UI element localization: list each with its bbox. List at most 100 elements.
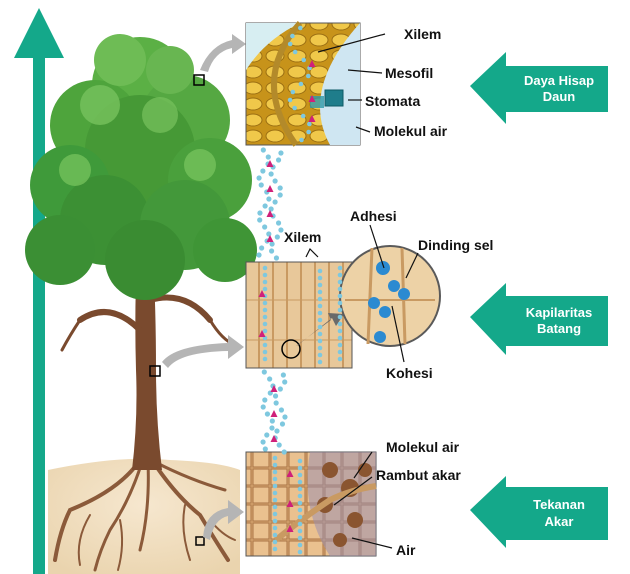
water-molecule [306, 130, 311, 135]
water-molecule [338, 308, 343, 313]
water-molecule [307, 122, 312, 127]
water-molecule [318, 325, 323, 330]
water-molecule [270, 418, 275, 423]
water-molecule [277, 442, 282, 447]
force-daya-hisap-daun: Daya HisapDaun [512, 66, 606, 112]
water-molecule [260, 168, 265, 173]
label-stem-xilem: Xilem [284, 230, 321, 244]
label-rambut-akar: Rambut akar [376, 468, 461, 482]
label-kohesi: Kohesi [386, 366, 433, 380]
water-molecule [273, 199, 278, 204]
force-stem-line2: Batang [526, 321, 592, 337]
water-molecule [257, 210, 262, 215]
water-molecule [338, 287, 343, 292]
water-molecule [274, 255, 279, 260]
water-molecule [291, 90, 296, 95]
water-molecule [278, 227, 283, 232]
water-molecule [265, 411, 270, 416]
water-molecule [262, 224, 267, 229]
water-molecule [273, 477, 278, 482]
water-molecule [261, 147, 266, 152]
water-molecule [288, 42, 293, 47]
water-molecule [318, 304, 323, 309]
water-molecule [318, 269, 323, 274]
water-molecule [261, 404, 266, 409]
water-molecule [256, 252, 261, 257]
water-molecule [298, 459, 303, 464]
water-molecule [263, 301, 268, 306]
water-molecule [263, 329, 268, 334]
water-molecule [318, 318, 323, 323]
water-molecule [263, 266, 268, 271]
water-molecule [263, 322, 268, 327]
water-molecule [298, 473, 303, 478]
water-molecule [256, 175, 261, 180]
water-molecule [338, 301, 343, 306]
water-molecule [273, 519, 278, 524]
water-molecule [263, 350, 268, 355]
water-molecule [338, 350, 343, 355]
force-root-line2: Akar [533, 514, 585, 530]
water-molecule [273, 178, 278, 183]
water-molecule [273, 491, 278, 496]
water-molecule [276, 220, 281, 225]
water-molecule [282, 379, 287, 384]
root-cross-section-panel [246, 452, 376, 556]
water-molecule [318, 332, 323, 337]
water-molecule [281, 372, 286, 377]
label-air: Air [396, 543, 415, 557]
water-molecule [263, 315, 268, 320]
cell-wall-zoom-circle [340, 246, 440, 346]
water-molecule [338, 294, 343, 299]
water-molecule [278, 192, 283, 197]
water-molecule [338, 273, 343, 278]
water-molecule [301, 114, 306, 119]
water-molecule [318, 290, 323, 295]
water-molecule [259, 182, 264, 187]
tree-canopy [25, 34, 257, 300]
water-molecule [298, 501, 303, 506]
water-molecule [263, 203, 268, 208]
water-molecule [273, 456, 278, 461]
water-molecule [338, 280, 343, 285]
water-molecule [267, 376, 272, 381]
water-molecule [298, 508, 303, 513]
water-molecule [338, 266, 343, 271]
label-stomata: Stomata [365, 94, 420, 108]
water-molecule [273, 393, 278, 398]
water-molecule [318, 297, 323, 302]
force-leaf-line1: Daya Hisap [524, 73, 594, 89]
water-molecule [298, 515, 303, 520]
water-molecule [266, 231, 271, 236]
water-molecule [290, 34, 295, 39]
water-molecule [306, 74, 311, 79]
label-leaf-xilem: Xilem [404, 27, 441, 41]
water-molecule [273, 533, 278, 538]
water-molecule [278, 185, 283, 190]
water-molecule [266, 196, 271, 201]
label-leaf-molekul-air: Molekul air [374, 124, 447, 138]
label-adhesi: Adhesi [350, 209, 397, 223]
water-molecule [263, 280, 268, 285]
water-molecule [263, 308, 268, 313]
force-kapilaritas-batang: KapilaritasBatang [512, 296, 606, 346]
water-molecule [269, 206, 274, 211]
water-molecule [275, 234, 280, 239]
molecule-flow-arrow [267, 185, 274, 192]
water-molecule [273, 512, 278, 517]
water-molecule [318, 353, 323, 358]
water-molecule [266, 154, 271, 159]
water-molecule [273, 498, 278, 503]
water-molecule [269, 248, 274, 253]
water-molecule [273, 540, 278, 545]
water-molecule [338, 357, 343, 362]
water-molecule [318, 346, 323, 351]
water-molecule [298, 487, 303, 492]
water-molecule [293, 50, 298, 55]
water-molecule [257, 217, 262, 222]
label-mesofil: Mesofil [385, 66, 433, 80]
water-molecule [301, 58, 306, 63]
label-dinding-sel: Dinding sel [418, 238, 493, 252]
water-molecule [298, 550, 303, 555]
water-molecule [298, 26, 303, 31]
